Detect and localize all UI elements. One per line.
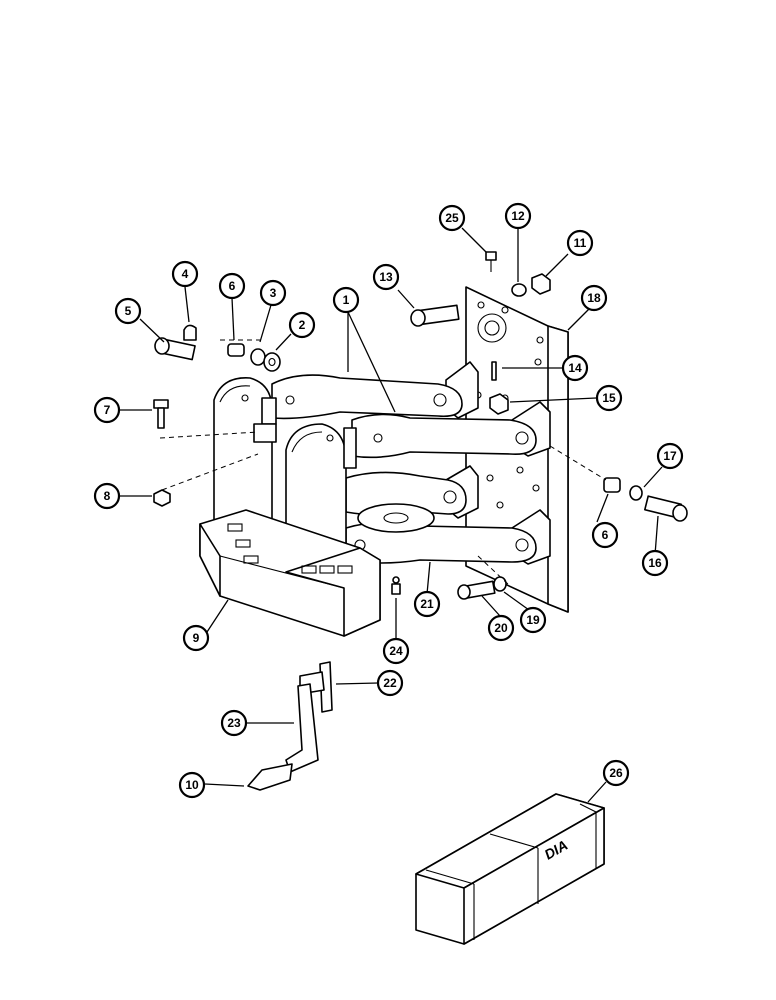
nut-small [153, 489, 171, 507]
callout-15: 15 [595, 384, 623, 412]
callout-10: 10 [178, 771, 206, 799]
callout-14: 14 [561, 354, 589, 382]
svg-text:24: 24 [389, 644, 403, 658]
callout-5: 5 [114, 297, 142, 325]
svg-text:14: 14 [568, 361, 582, 375]
linkage-assembly [199, 286, 569, 637]
pivot-pin-left [154, 337, 196, 361]
callout-9: 9 [182, 624, 210, 652]
hardware-parts [153, 251, 688, 600]
callout-21: 21 [413, 590, 441, 618]
callout-11: 11 [566, 229, 594, 257]
svg-text:13: 13 [379, 270, 393, 284]
bushing [227, 343, 245, 357]
callout-25: 25 [438, 204, 466, 232]
washer [511, 283, 527, 297]
svg-text:4: 4 [182, 267, 189, 281]
link-arm-upper [271, 374, 463, 420]
callout-6-right: 6 [591, 521, 619, 549]
svg-text:8: 8 [104, 489, 111, 503]
svg-text:19: 19 [526, 613, 540, 627]
shipping-crate: DIA [415, 793, 605, 945]
callout-20: 20 [487, 614, 515, 642]
svg-text:15: 15 [602, 391, 616, 405]
callout-19: 19 [519, 606, 547, 634]
grease-fitting [391, 576, 401, 595]
tine-point [247, 763, 293, 791]
callout-26: 26 [602, 759, 630, 787]
bolt [153, 399, 169, 429]
svg-text:9: 9 [193, 631, 200, 645]
lock-nut [489, 393, 509, 415]
svg-text:2: 2 [299, 318, 306, 332]
pivot-pin-right [644, 495, 688, 522]
weight-carrier [199, 509, 381, 637]
svg-text:12: 12 [511, 209, 525, 223]
callout-22: 22 [376, 669, 404, 697]
washer-lower [493, 576, 507, 592]
callout-2: 2 [288, 311, 316, 339]
svg-text:11: 11 [574, 236, 587, 250]
leader-lines [119, 227, 663, 803]
svg-text:23: 23 [227, 716, 241, 730]
svg-text:17: 17 [663, 449, 677, 463]
clevis-bracket [253, 397, 357, 469]
center-hub [357, 503, 435, 533]
callout-23: 23 [220, 709, 248, 737]
alignment-lines [159, 339, 607, 587]
svg-text:10: 10 [185, 778, 199, 792]
svg-text:3: 3 [270, 286, 277, 300]
callout-16: 16 [641, 549, 669, 577]
washer-flat [263, 352, 281, 372]
callout-4: 4 [171, 260, 199, 288]
link-arm-front [351, 413, 537, 459]
svg-text:5: 5 [125, 304, 132, 318]
svg-text:25: 25 [445, 211, 459, 225]
tine-shank [285, 683, 319, 773]
callout-1: 1 [332, 286, 360, 314]
callout-3: 3 [259, 279, 287, 307]
svg-text:1: 1 [343, 293, 350, 307]
nut [531, 273, 551, 295]
svg-text:18: 18 [587, 291, 601, 305]
callout-6-left: 6 [218, 272, 246, 300]
pivot-pin-lower [457, 580, 496, 600]
callout-18: 18 [580, 284, 608, 312]
callout-24: 24 [382, 637, 410, 665]
washer-left [250, 348, 266, 366]
washer-right [629, 485, 643, 501]
svg-text:21: 21 [420, 597, 434, 611]
screw [485, 251, 497, 272]
svg-text:22: 22 [383, 676, 397, 690]
svg-text:6: 6 [602, 528, 609, 542]
callout-12: 12 [504, 202, 532, 230]
bushing-right [603, 477, 621, 493]
tine-assembly [247, 661, 333, 791]
callout-7: 7 [93, 396, 121, 424]
clip [183, 324, 197, 341]
svg-text:7: 7 [104, 403, 111, 417]
svg-text:16: 16 [648, 556, 662, 570]
spring-pin [491, 361, 497, 381]
callout-17: 17 [656, 442, 684, 470]
svg-text:20: 20 [494, 621, 508, 635]
callout-8: 8 [93, 482, 121, 510]
svg-text:6: 6 [229, 279, 236, 293]
svg-text:26: 26 [609, 766, 623, 780]
pivot-pin [410, 304, 460, 327]
callouts: 1 2 3 4 5 6 6 7 8 9 10 11 12 13 14 15 16… [93, 202, 684, 799]
callout-13: 13 [372, 263, 400, 291]
